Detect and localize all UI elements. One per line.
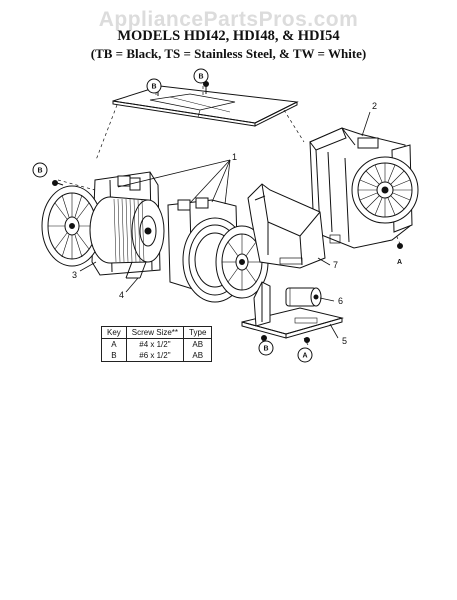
key-a-bottom: A: [303, 353, 308, 360]
cell-screw-size: #6 x 1/2": [125, 350, 185, 362]
key-b-left: B: [38, 168, 43, 175]
center-fan-wheel: [215, 225, 269, 299]
cell-type: AB: [183, 338, 213, 350]
callout-3: 3: [72, 270, 77, 280]
screws: [52, 81, 403, 343]
callout-5: 5: [342, 336, 347, 346]
key-b-top-left: B: [152, 84, 157, 91]
table-row: A #4 x 1/2" AB: [101, 338, 213, 350]
column-header-key: Key: [101, 326, 127, 339]
column-header-screw-size: Screw Size**: [125, 326, 185, 339]
diagram-title: MODELS HDI42, HDI48, & HDI54: [117, 28, 340, 44]
cell-screw-size: #4 x 1/2": [125, 338, 185, 350]
right-blower-housing: [309, 127, 419, 249]
callout-6: 6: [338, 296, 343, 306]
capacitor: [285, 287, 322, 307]
cell-key: B: [101, 350, 127, 362]
leader-lines: [79, 111, 371, 339]
diagram-subtitle: (TB = Black, TS = Stainless Steel, & TW …: [90, 46, 367, 61]
table-header-row: Key Screw Size** Type: [101, 326, 213, 339]
callout-1: 1: [232, 152, 237, 162]
key-a-right: A: [397, 259, 402, 266]
cell-key: A: [101, 338, 127, 350]
callout-2: 2: [372, 101, 377, 111]
capacitor-bracket: [241, 281, 344, 339]
callout-7: 7: [333, 260, 338, 270]
blower-motor: [89, 196, 165, 279]
screw-size-table: Key Screw Size** Type A #4 x 1/2" AB B #…: [101, 326, 213, 362]
table-row: B #6 x 1/2" AB: [101, 350, 213, 362]
left-fan-wheel: [41, 185, 103, 267]
watermark: AppliancePartsPros.com: [98, 8, 359, 31]
key-b-bottom: B: [264, 346, 269, 353]
key-b-top-right: B: [199, 74, 204, 81]
transition-duct: [247, 183, 326, 269]
callout-4: 4: [119, 290, 124, 300]
top-mounting-plate: [112, 85, 299, 127]
screw-key-markers: [32, 68, 313, 363]
column-header-type: Type: [183, 326, 213, 339]
cell-type: AB: [183, 350, 213, 362]
